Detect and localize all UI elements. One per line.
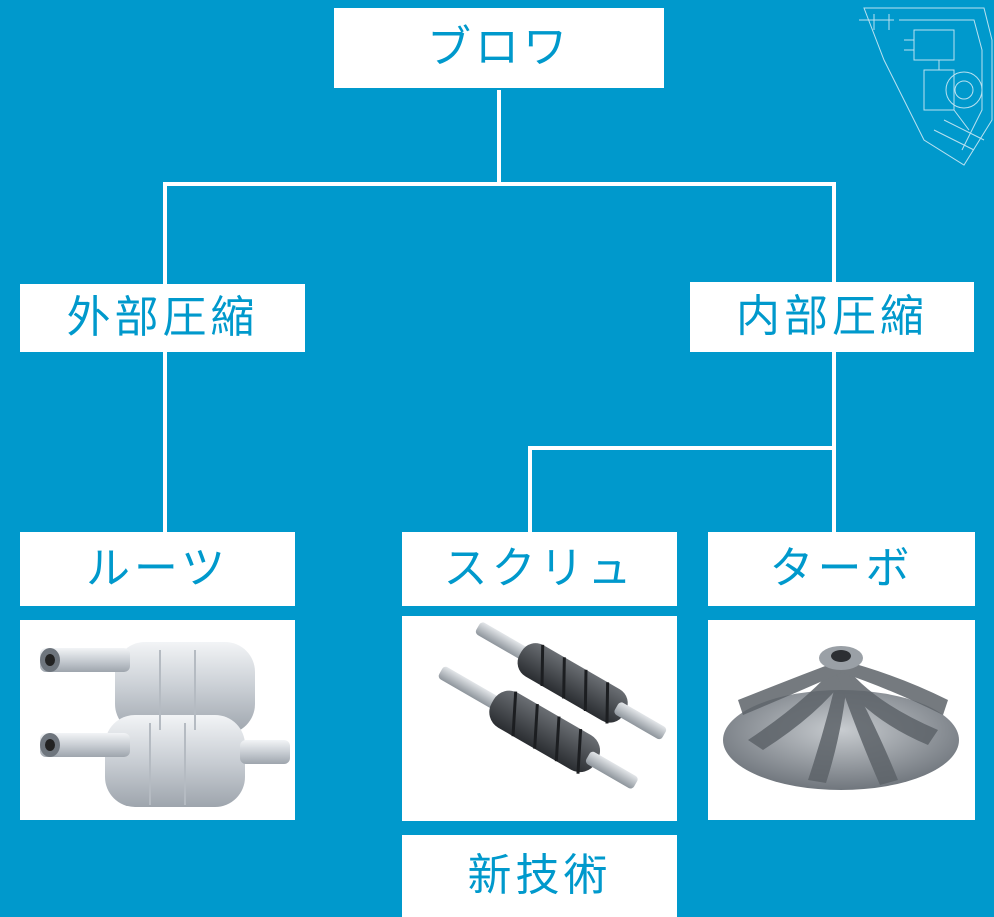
leaf-node-turbo: ターボ	[708, 532, 975, 606]
branch-node-label: 内部圧縮	[736, 291, 928, 342]
new-technology-label: 新技術	[467, 850, 612, 901]
blueprint-drawing-icon	[859, 7, 993, 166]
new-technology-node: 新技術	[402, 835, 677, 917]
leaf-node-label: ターボ	[769, 543, 914, 594]
branch-node-external-compression: 外部圧縮	[20, 284, 305, 352]
leaf-node-label: ルーツ	[85, 543, 230, 594]
leaf-node-label: スクリュ	[443, 543, 636, 594]
turbo-impeller-photo	[708, 620, 975, 820]
screw-rotor-photo	[402, 616, 677, 821]
root-node-blower: ブロワ	[334, 8, 664, 88]
leaf-node-roots: ルーツ	[20, 532, 295, 606]
branch-node-label: 外部圧縮	[66, 292, 259, 343]
root-node-label: ブロワ	[427, 22, 571, 73]
roots-rotor-photo	[20, 620, 295, 820]
leaf-node-screw: スクリュ	[402, 532, 677, 606]
branch-node-internal-compression: 内部圧縮	[690, 282, 974, 352]
